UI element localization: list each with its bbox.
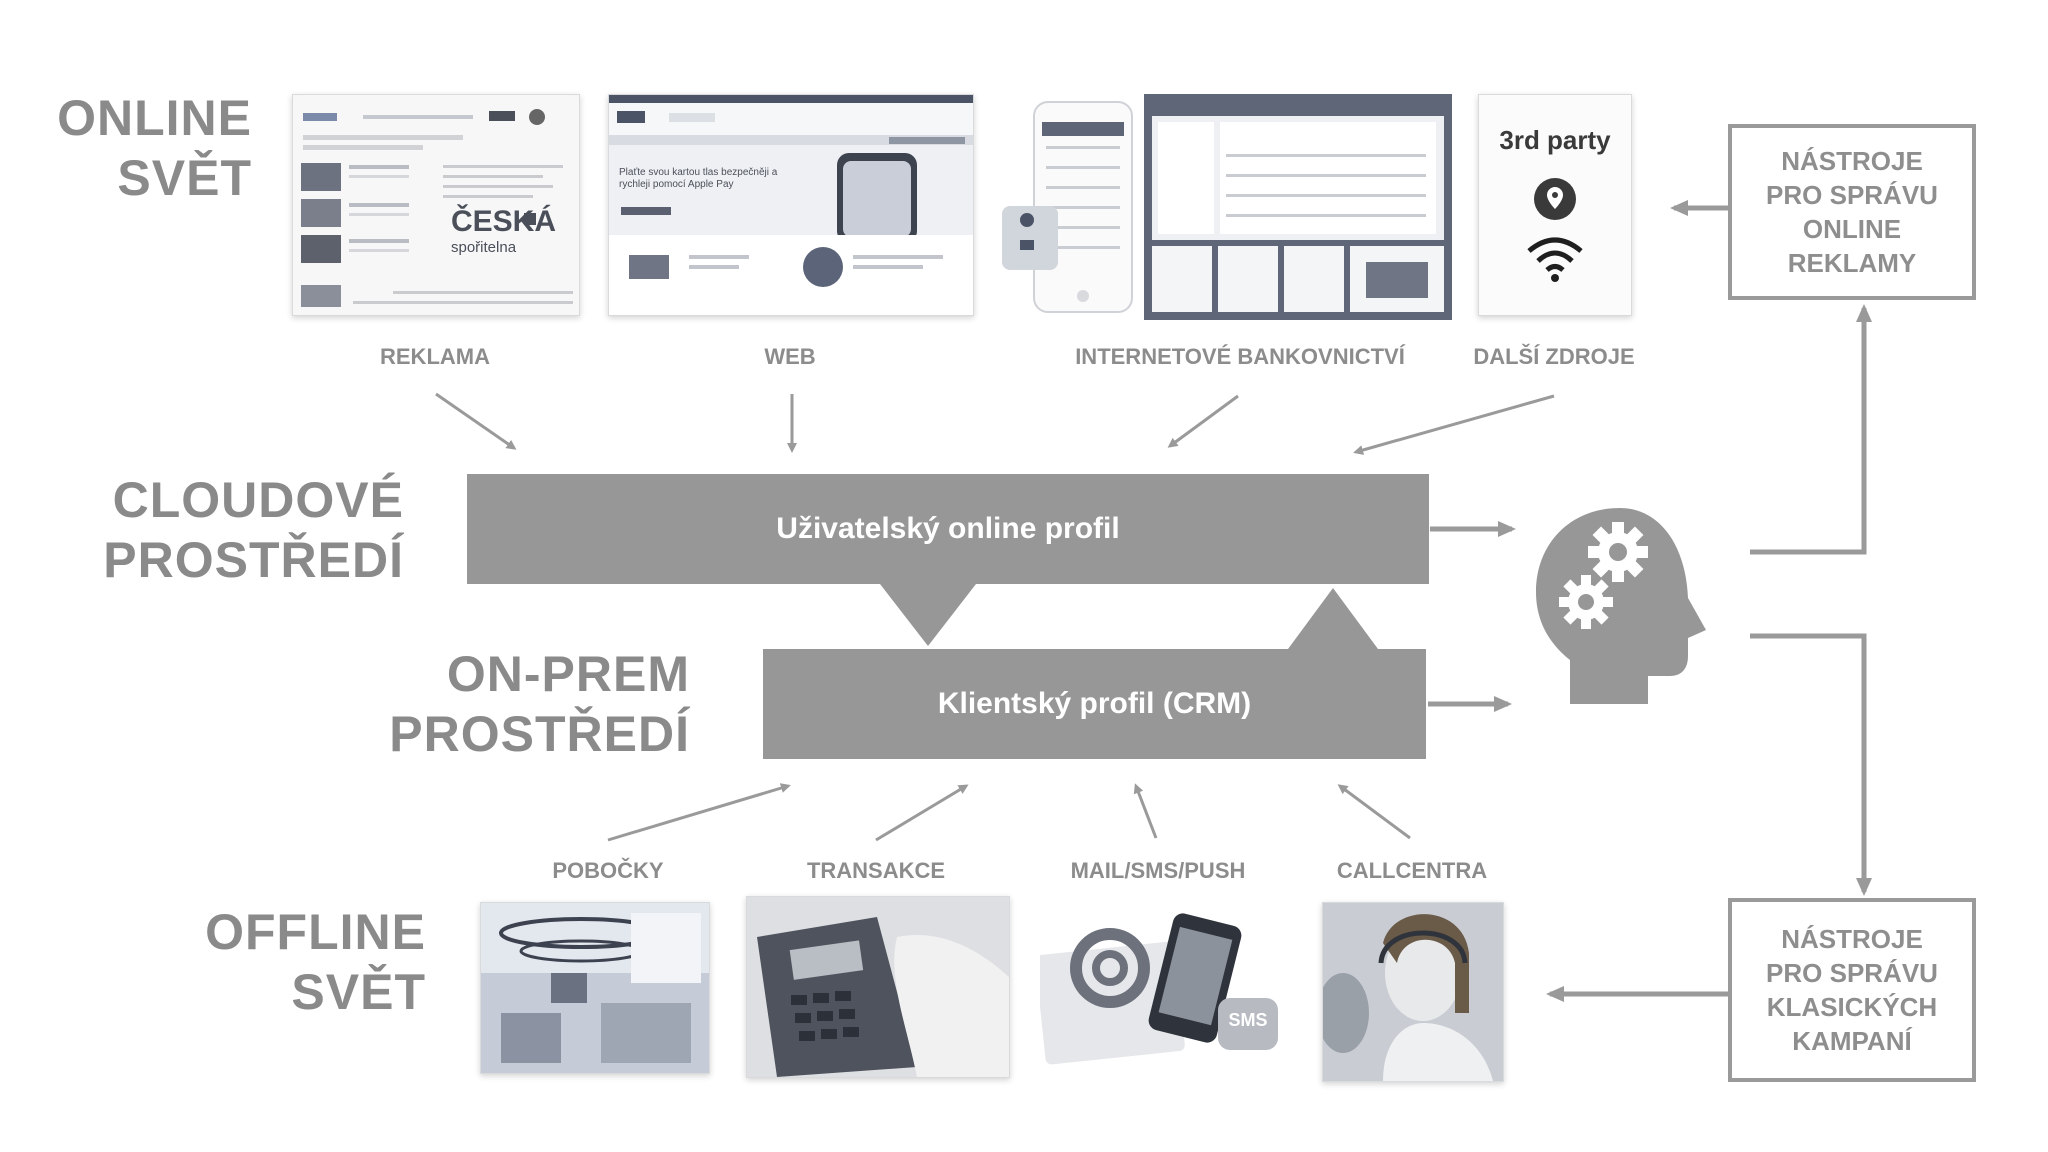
online-profile-bar: Uživatelský online profil bbox=[467, 474, 1429, 584]
web-headline: Plaťte svou kartou tlas bezpečněji a ryc… bbox=[619, 167, 778, 190]
arrow-brain-to-online-tools bbox=[1750, 304, 1872, 555]
caption-mail-sms-push: MAIL/SMS/PUSH bbox=[1070, 858, 1246, 883]
call-center-photo bbox=[1322, 902, 1504, 1082]
arrow-internet-banking bbox=[1167, 394, 1239, 448]
caption-internet-banking: INTERNETOVÉ BANKOVNICTVÍ bbox=[1075, 344, 1405, 369]
caption-pobocky: POBOČKY bbox=[552, 858, 664, 883]
arrow-transakce bbox=[875, 784, 969, 842]
caption-reklama: REKLAMA bbox=[380, 344, 490, 369]
arrow-pobocky bbox=[607, 783, 791, 842]
payment-terminal-photo bbox=[746, 896, 1010, 1078]
caption-callcentra: CALLCENTRA bbox=[1336, 858, 1488, 883]
third-party-title: 3rd party bbox=[1499, 125, 1611, 155]
wifi-icon bbox=[1525, 235, 1585, 288]
bank-website-screenshot: Plaťte svou kartou tlas bezpečněji a ryc… bbox=[608, 94, 974, 316]
internet-banking-screenshot bbox=[1002, 94, 1452, 320]
caption-transakce: TRANSAKCE bbox=[806, 858, 946, 883]
mail-sms-photo: SMS bbox=[1035, 898, 1290, 1078]
connector-down-triangle bbox=[880, 584, 976, 646]
ad-brand-name: ČESKÁ bbox=[451, 205, 557, 238]
connector-up-triangle bbox=[1288, 588, 1378, 649]
head-gears-icon bbox=[1530, 500, 1720, 715]
arrow-reklama bbox=[435, 392, 517, 450]
sms-badge: SMS bbox=[1228, 1010, 1268, 1030]
ad-brand-subname: spořitelna bbox=[451, 239, 517, 256]
news-portal-screenshot: ČESKÁ spořitelna bbox=[292, 94, 580, 316]
arrow-dalsi-zdroje bbox=[1353, 394, 1555, 455]
third-party-card: 3rd party bbox=[1478, 94, 1632, 316]
arrow-mail-sms-push bbox=[1133, 783, 1158, 839]
crm-profile-bar: Klientský profil (CRM) bbox=[763, 649, 1426, 759]
arrow-callcentra bbox=[1337, 784, 1411, 840]
arrow-brain-to-classic-tools bbox=[1750, 633, 1872, 896]
location-pin-icon bbox=[1533, 177, 1577, 226]
caption-web: WEB bbox=[764, 344, 816, 369]
branch-office-photo bbox=[480, 902, 710, 1074]
caption-dalsi-zdroje: DALŠÍ ZDROJE bbox=[1473, 344, 1635, 369]
